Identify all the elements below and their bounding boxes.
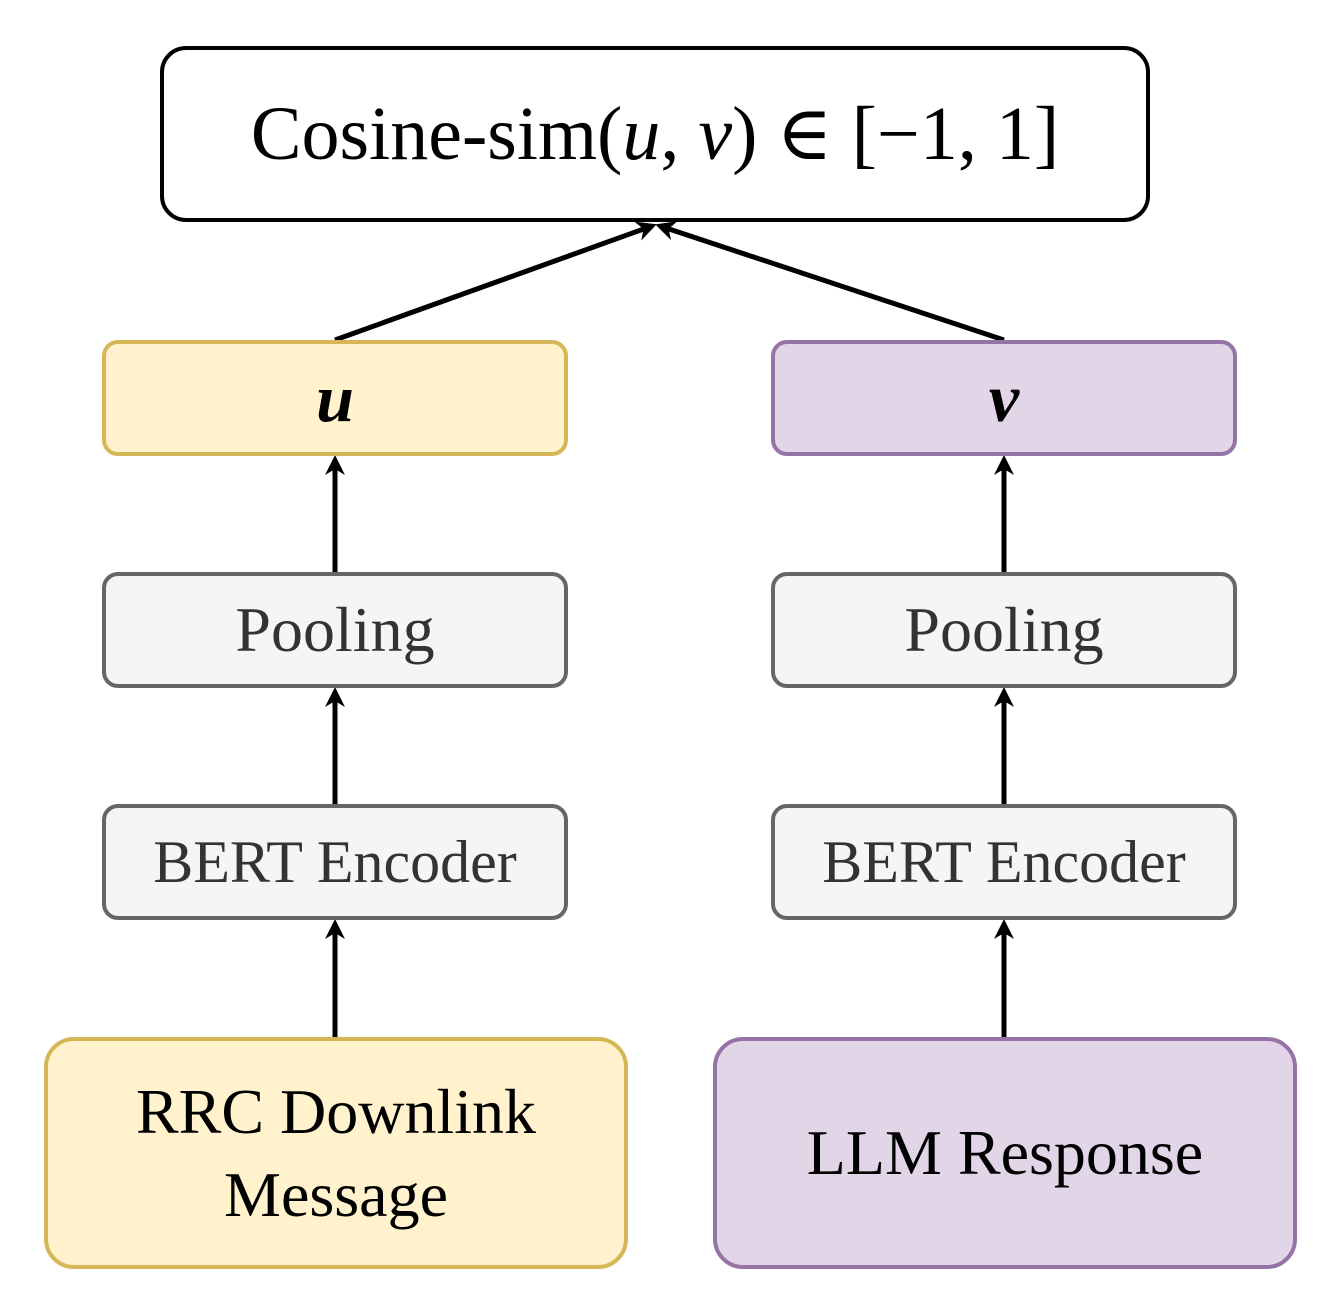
embedding-v-box: v — [771, 340, 1237, 456]
llm-response-label: LLM Response — [806, 1117, 1204, 1189]
embedding-v-label: v — [988, 360, 1020, 436]
bert-encoder-label-right: BERT Encoder — [822, 829, 1186, 895]
formula-var-u: u — [622, 92, 661, 176]
rrc-input-line1: RRC Downlink — [135, 1075, 537, 1147]
rrc-input-line2: Message — [224, 1159, 448, 1230]
pooling-label-left: Pooling — [235, 594, 435, 665]
formula-suffix: ) ∈ [−1, 1] — [732, 92, 1060, 176]
bert-encoder-label-left: BERT Encoder — [153, 829, 517, 895]
formula-var-v: v — [698, 92, 733, 176]
cosine-similarity-formula: Cosine-sim(u, v) ∈ [−1, 1] — [251, 96, 1059, 172]
cosine-similarity-box: Cosine-sim(u, v) ∈ [−1, 1] — [160, 46, 1150, 222]
pooling-box-left: Pooling — [102, 572, 568, 688]
embedding-u-label: u — [316, 360, 354, 436]
bert-encoder-box-right: BERT Encoder — [771, 804, 1237, 920]
rrc-downlink-message-box: RRC Downlink Message — [44, 1037, 628, 1269]
llm-response-box: LLM Response — [713, 1037, 1297, 1269]
pooling-label-right: Pooling — [904, 594, 1104, 665]
embedding-u-box: u — [102, 340, 568, 456]
arrow-v-to-cosine — [655, 221, 1005, 343]
bert-encoder-box-left: BERT Encoder — [102, 804, 568, 920]
formula-prefix: Cosine-sim( — [250, 92, 623, 176]
pooling-box-right: Pooling — [771, 572, 1237, 688]
arrow-u-to-cosine — [334, 221, 657, 343]
formula-comma: , — [660, 92, 699, 176]
